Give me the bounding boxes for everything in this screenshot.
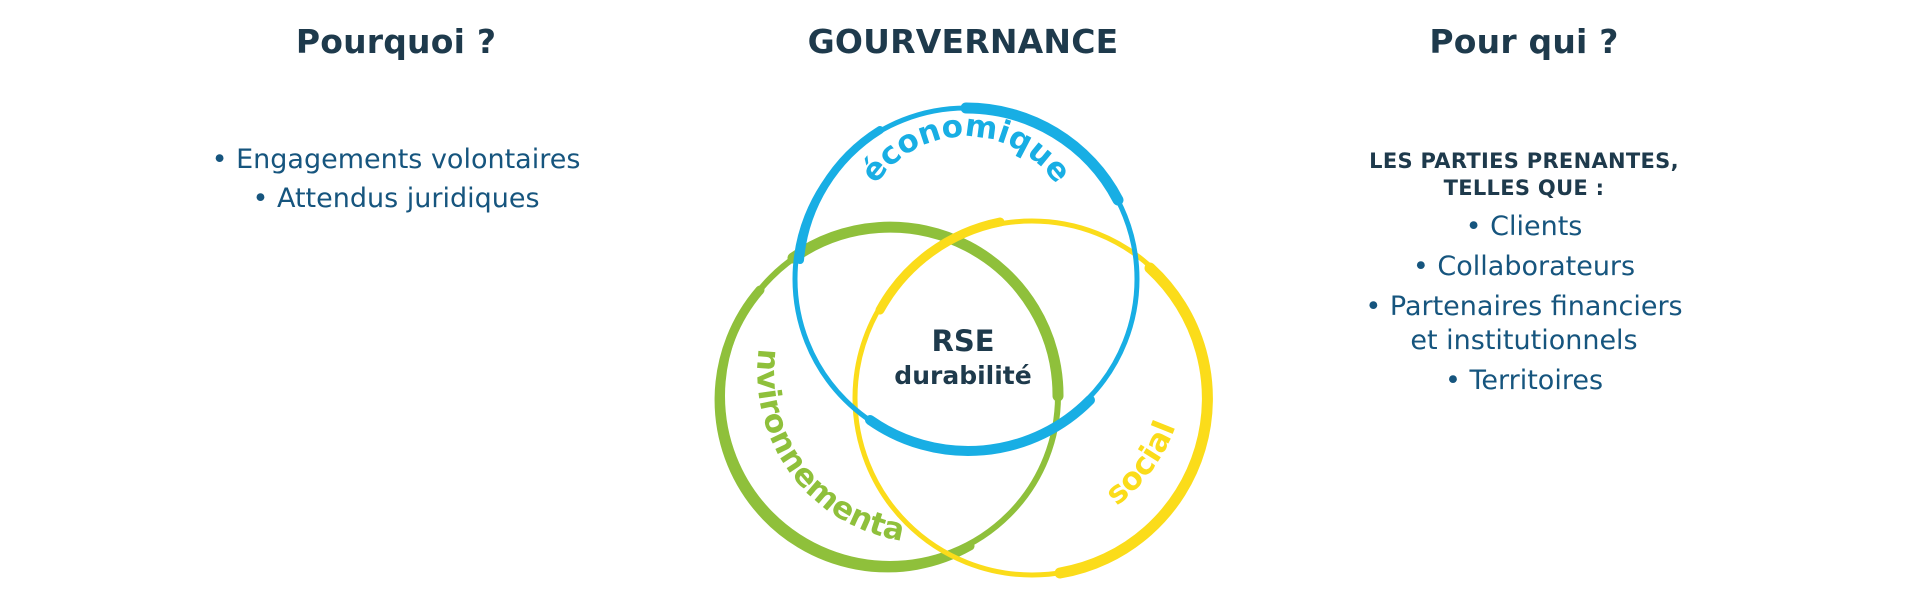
list-item-territoires: • Territoires xyxy=(1444,365,1604,396)
pour-qui-heading: Pour qui ? xyxy=(1429,22,1619,61)
list-item-attendus: • Attendus juridiques xyxy=(252,183,540,214)
subhead-line-2: TELLES QUE : xyxy=(1443,176,1605,200)
parties-prenantes-subhead: LES PARTIES PRENANTES, TELLES QUE : xyxy=(1224,148,1824,202)
list-item-partenaires: • Partenaires financiers et institutionn… xyxy=(1224,290,1824,358)
pour-qui-list: LES PARTIES PRENANTES, TELLES QUE : • Cl… xyxy=(1224,148,1824,404)
subhead-line-1: LES PARTIES PRENANTES, xyxy=(1369,149,1679,173)
gouvernance-heading: GOURVERNANCE xyxy=(807,22,1119,61)
label-economique: économique xyxy=(854,108,1078,190)
list-item-engagements: • Engagements volontaires xyxy=(211,144,581,175)
pourquoi-heading: Pourquoi ? xyxy=(295,22,497,61)
circle-economique-accent xyxy=(960,102,1124,206)
pourquoi-list: • Engagements volontaires • Attendus jur… xyxy=(96,140,696,218)
core-rse: RSE xyxy=(931,324,994,358)
list-item-collaborateurs: • Collaborateurs xyxy=(1412,251,1636,282)
partenaires-line-1: • Partenaires financiers xyxy=(1365,291,1683,322)
circle-environnemental-accent xyxy=(787,221,1064,402)
circle-social-accent xyxy=(1054,262,1213,579)
list-item-clients: • Clients xyxy=(1465,211,1583,242)
core-durabilite: durabilité xyxy=(894,361,1031,390)
circle-social-accent-left xyxy=(875,217,1005,315)
circle-economique-accent-left xyxy=(796,126,884,264)
circle-economique-accent-bottom xyxy=(865,395,1095,456)
partenaires-line-2: et institutionnels xyxy=(1410,325,1638,356)
circle-environnemental-accent-left xyxy=(714,285,975,573)
